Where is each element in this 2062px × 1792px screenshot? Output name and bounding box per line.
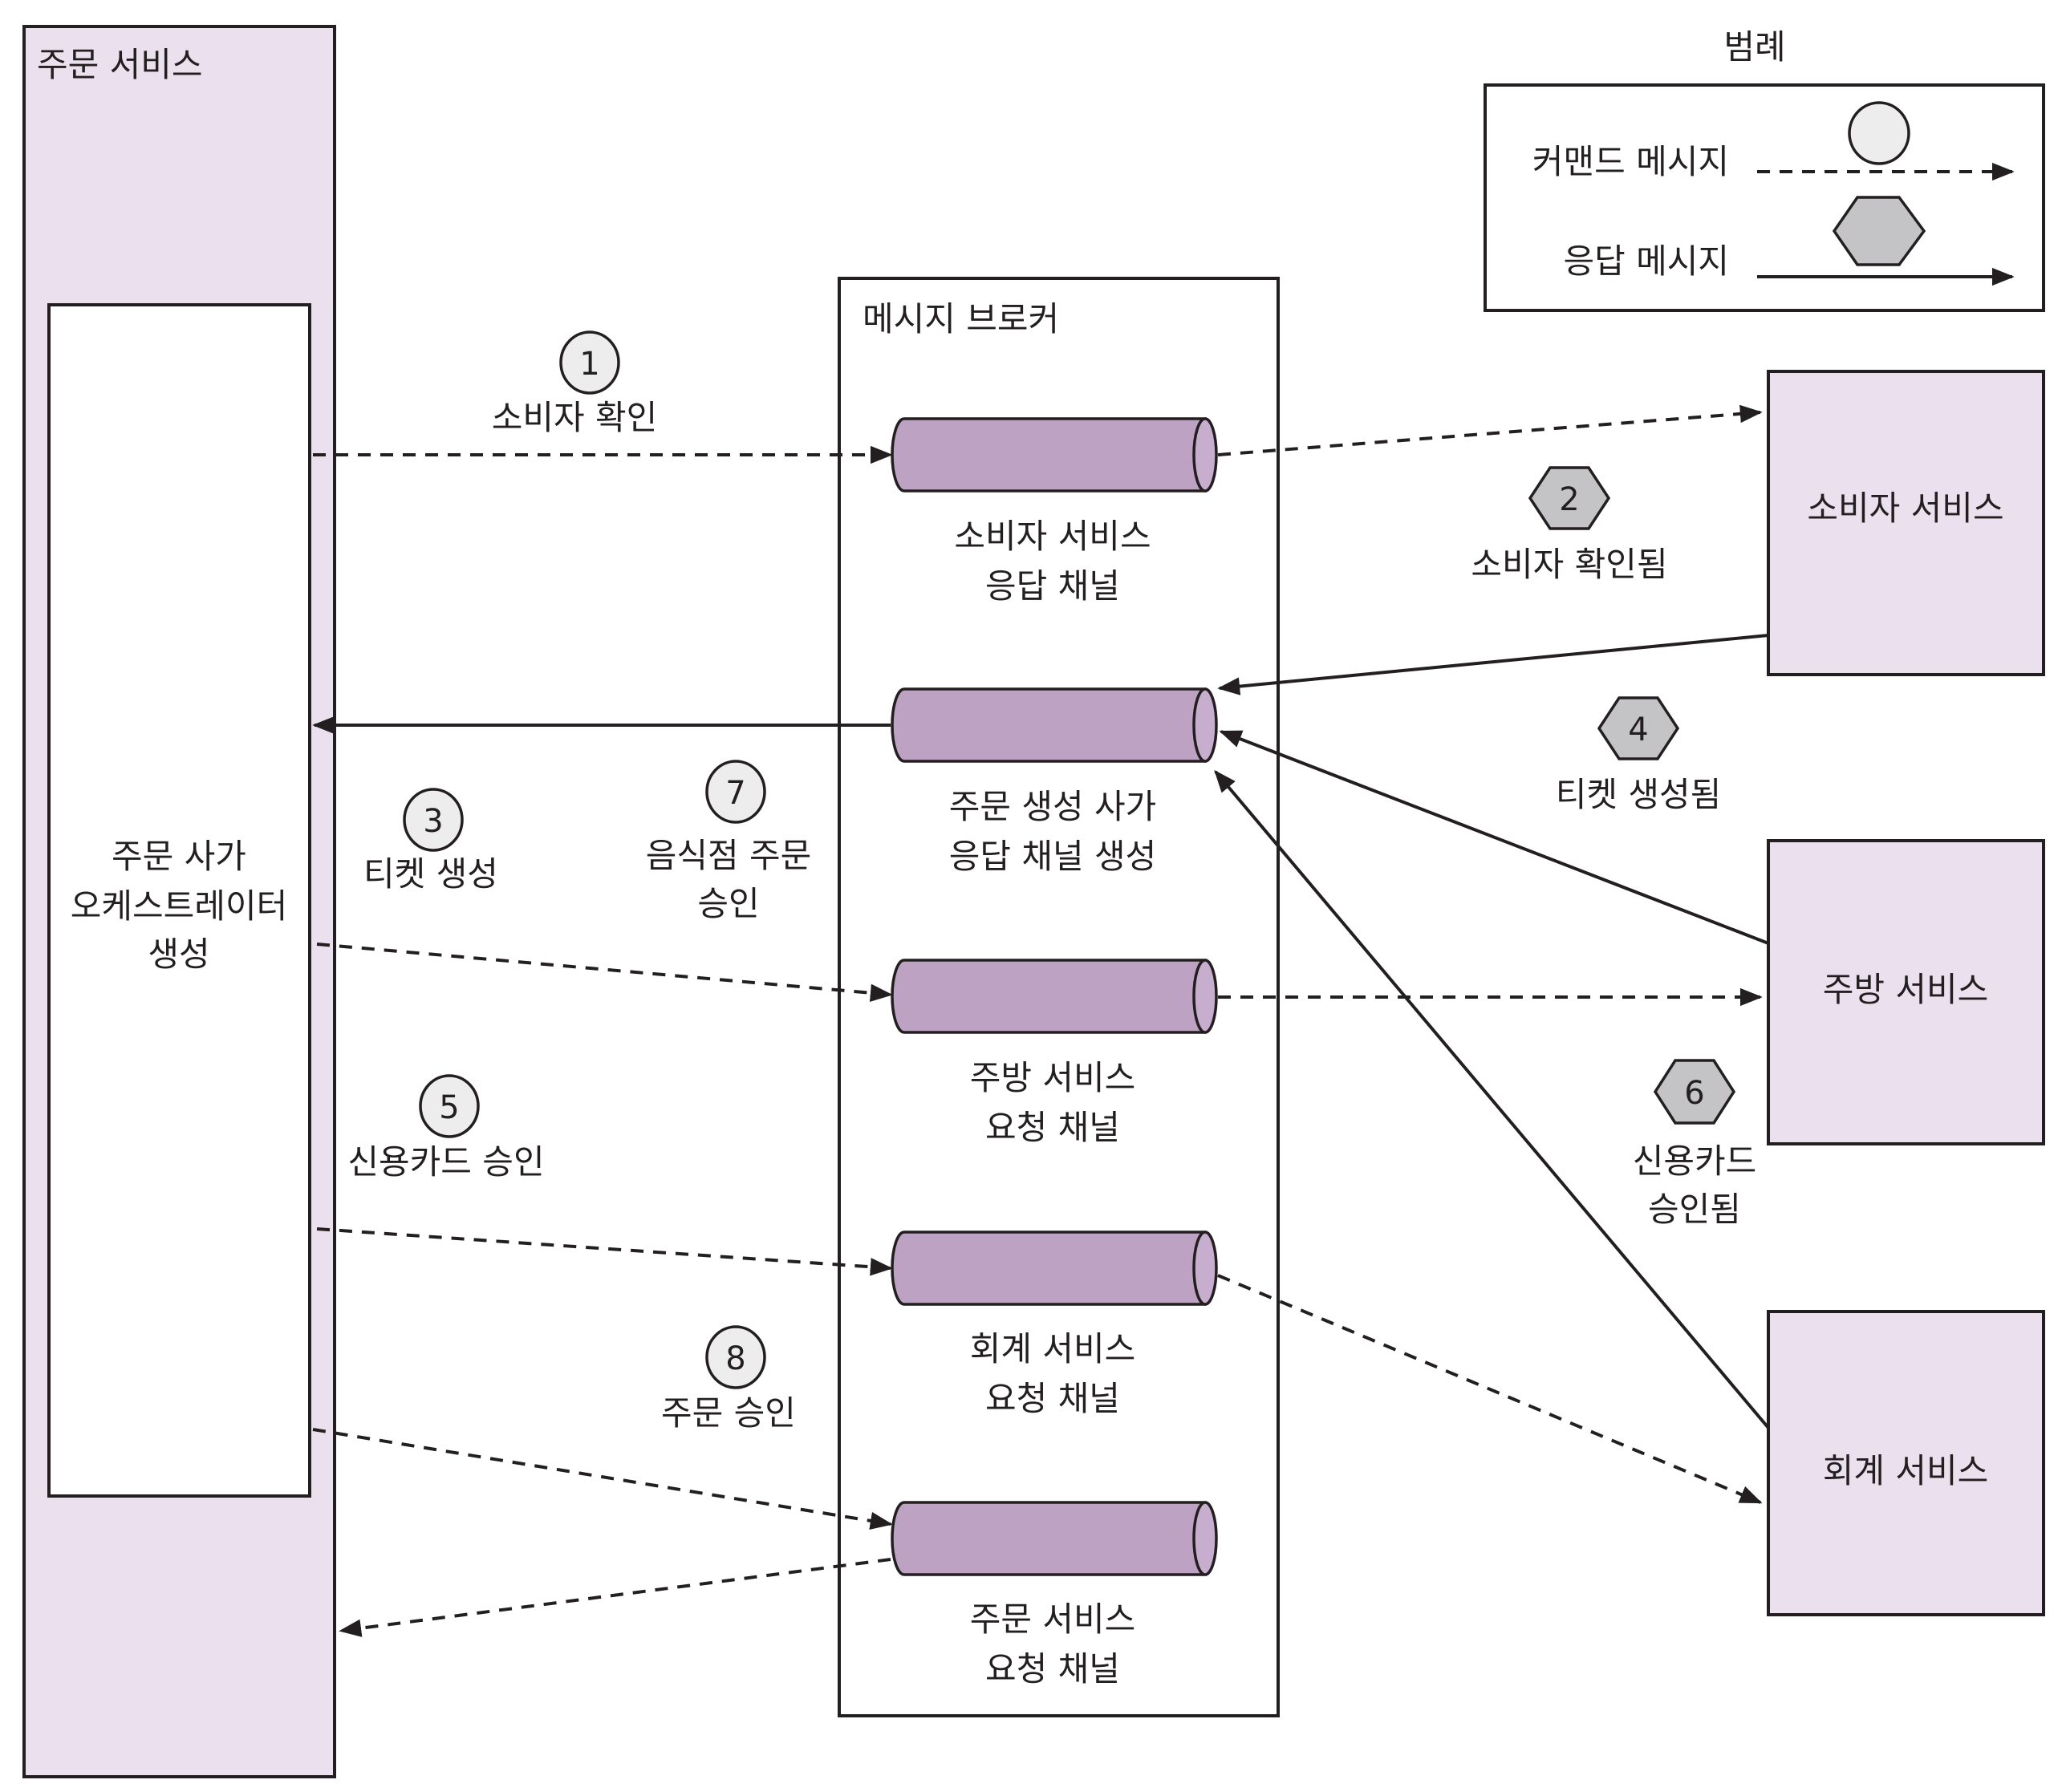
legend-title: 범례: [1723, 27, 1785, 67]
channel-label-line2: 요청 채널: [985, 1649, 1120, 1689]
badge-number: 3: [423, 803, 443, 840]
legend-command-label: 커맨드 메시지: [1532, 142, 1729, 181]
reply-hexagon-icon: [1832, 196, 1926, 266]
accounting-service-box: [1767, 1310, 2045, 1616]
badge-number: 2: [1559, 481, 1579, 518]
channel-cylinder-end: [1192, 1501, 1218, 1576]
badge-number: 8: [725, 1340, 745, 1377]
channel-label-line2: 응답 채널 생성: [949, 837, 1157, 876]
message-label: 신용카드 승인: [347, 1142, 544, 1182]
channel-cylinder: [891, 1501, 1207, 1576]
channel-cylinder-end: [1192, 417, 1218, 493]
channel-label-line1: 소비자 서비스: [954, 517, 1151, 556]
message-label: 소비자 확인: [492, 398, 658, 437]
badge-number: 5: [439, 1089, 459, 1126]
accounting-service: 회계 서비스: [1767, 1310, 2045, 1616]
channel-cylinder-end: [1192, 687, 1218, 763]
message-badge-7: 7 음식점 주문 승인: [646, 760, 812, 923]
message-broker-title: 메시지 브로커: [863, 299, 1059, 339]
command-circle-icon: [559, 330, 620, 395]
badge-number: 4: [1628, 712, 1648, 748]
message-badge-5: 5 신용카드 승인: [347, 1074, 545, 1182]
channel-cylinder: [891, 959, 1207, 1034]
channel-cylinder-end: [1192, 1230, 1218, 1306]
reply-hexagon-icon: [1528, 466, 1611, 530]
saga-orchestrator-label-line3: 생성: [148, 935, 209, 974]
message-badge-8: 8 주문 승인: [661, 1325, 796, 1433]
consumer-service-box: [1767, 370, 2045, 676]
channel-label-line1: 회계 서비스: [970, 1329, 1136, 1368]
saga-orchestrator-label-line2: 오케스트레이터: [71, 886, 287, 926]
badge-number: 6: [1684, 1075, 1704, 1112]
reply-hexagon-icon: [1653, 1059, 1736, 1125]
channel-label-line1: 주문 생성 사가: [949, 787, 1157, 826]
channel-order-request: 주문 서비스 요청 채널: [891, 1501, 1218, 1689]
message-label-line2: 승인: [697, 884, 759, 923]
saga-orchestrator-label-line1: 주문 사가: [112, 837, 246, 876]
message-label-line2: 승인됨: [1648, 1190, 1741, 1229]
channel-label-line1: 주문 서비스: [970, 1599, 1136, 1639]
message-badge-1: 1 소비자 확인: [492, 330, 658, 437]
legend-box: [1484, 83, 2045, 312]
kitchen-service: 주방 서비스: [1767, 839, 2045, 1145]
order-service-title: 주문 서비스: [37, 45, 203, 84]
message-label: 티켓 생성: [363, 854, 498, 894]
legend: 범례 커맨드 메시지 응답 메시지: [1484, 27, 2045, 312]
command-circle-icon: [403, 788, 464, 852]
badge-number: 1: [579, 346, 599, 383]
channel-cylinder: [891, 417, 1207, 493]
message-badge-6: 6 신용카드 승인됨: [1633, 1059, 1757, 1229]
arrow-to-accounting-service: [1217, 1274, 1763, 1504]
message-badge-4: 4 티켓 생성됨: [1556, 696, 1722, 814]
channel-saga-reply: 주문 생성 사가 응답 채널 생성: [891, 687, 1218, 876]
arrow-consumer-verified-reply: [1217, 634, 1769, 695]
command-circle-icon: [705, 1325, 766, 1389]
kitchen-service-label: 주방 서비스: [1823, 970, 1989, 1009]
arrow-to-order-service: [339, 1558, 891, 1637]
arrow-ticket-created-reply: [1219, 730, 1769, 945]
accounting-service-label: 회계 서비스: [1823, 1451, 1989, 1490]
channel-cylinder: [891, 1230, 1207, 1306]
consumer-service: 소비자 서비스: [1767, 370, 2045, 676]
badge-number: 7: [725, 775, 745, 812]
arrow-create-ticket-command: [316, 943, 893, 1002]
channel-label-line2: 요청 채널: [985, 1379, 1120, 1418]
command-circle-icon: [419, 1074, 480, 1138]
channel-label-line2: 응답 채널: [985, 566, 1120, 606]
legend-reply-label: 응답 메시지: [1563, 241, 1729, 281]
channel-cylinder-end: [1192, 959, 1218, 1034]
arrow-card-authorized-reply: [1214, 769, 1770, 1429]
consumer-service-label: 소비자 서비스: [1807, 489, 2003, 528]
channel-kitchen-request: 주방 서비스 요청 채널: [891, 959, 1218, 1147]
message-label-line1: 음식점 주문: [646, 836, 812, 875]
message-label: 티켓 생성됨: [1556, 775, 1722, 814]
reply-hexagon-icon: [1597, 696, 1680, 760]
command-circle-icon: [705, 760, 766, 824]
message-label: 주문 승인: [661, 1393, 796, 1433]
message-label-line1: 신용카드: [1633, 1141, 1757, 1181]
channel-label-line1: 주방 서비스: [970, 1058, 1136, 1097]
order-service: 주문 서비스 주문 사가 오케스트레이터 생성: [22, 25, 336, 1778]
channel-accounting-request: 회계 서비스 요청 채널: [891, 1230, 1218, 1418]
message-label: 소비자 확인됨: [1471, 545, 1667, 584]
message-badge-2: 2 소비자 확인됨: [1471, 466, 1668, 584]
arrow-approve-order-command: [312, 1428, 893, 1530]
saga-orchestrator-box: [47, 303, 311, 1498]
channel-label-line2: 요청 채널: [985, 1108, 1120, 1147]
arrow-to-consumer-service: [1217, 404, 1763, 456]
command-circle-icon: [1848, 101, 1910, 165]
arrow-authorize-card-command: [316, 1227, 893, 1276]
channel-consumer-reply: 소비자 서비스 응답 채널: [891, 417, 1218, 606]
channel-cylinder: [891, 687, 1207, 763]
message-badge-3: 3 티켓 생성: [363, 788, 498, 894]
kitchen-service-box: [1767, 839, 2045, 1145]
